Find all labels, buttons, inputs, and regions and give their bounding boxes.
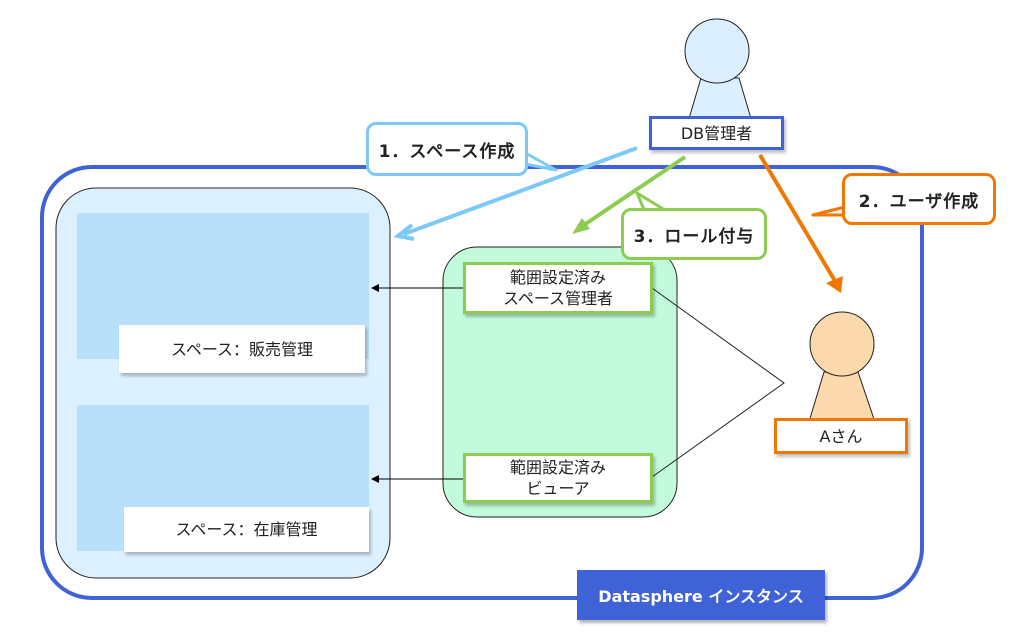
space-label-inventory: スペース：在庫管理 [124,507,369,552]
datasphere-instance-badge: Datasphere インスタンス [577,570,825,620]
role-scoped-space-admin-line1: 範囲設定済み [509,268,606,287]
step3-callout-assign-role: 3．ロール付与 [621,208,767,260]
assign-role-arrow [572,155,687,234]
step2-callout-create-user: 2．ユーザ作成 [842,173,996,225]
role-container [442,246,678,518]
datasphere-instance-label: Datasphere インスタンス [598,587,804,606]
user-a-person-icon [807,311,877,426]
step2-callout-text: 2．ユーザ作成 [858,191,980,212]
role-scoped-space-admin: 範囲設定済み スペース管理者 [463,262,653,314]
user-a-label: Aさん [774,418,908,454]
role-scoped-viewer: 範囲設定済み ビューア [463,453,653,503]
role-scoped-space-admin-line2: スペース管理者 [502,289,614,308]
step1-callout-text: 1．スペース作成 [378,141,516,162]
db-admin-label-text: DB管理者 [680,123,753,143]
user-a-label-text: Aさん [819,426,863,446]
space-label-sales: スペース：販売管理 [119,325,365,373]
user-role-assignment-lines [651,287,785,478]
space-label-inventory-text: スペース：在庫管理 [175,520,318,539]
role-scoped-viewer-line1: 範囲設定済み [509,458,606,477]
step3-callout-text: 3．ロール付与 [633,226,755,247]
create-user-arrow [758,153,843,293]
role-scoped-viewer-line2: ビューア [526,479,590,498]
create-space-arrow [393,146,638,241]
db-admin-person-icon [684,18,753,123]
step1-callout-create-space: 1．スペース作成 [366,122,528,176]
space-label-sales-text: スペース：販売管理 [170,339,314,359]
db-admin-label: DB管理者 [649,116,784,150]
